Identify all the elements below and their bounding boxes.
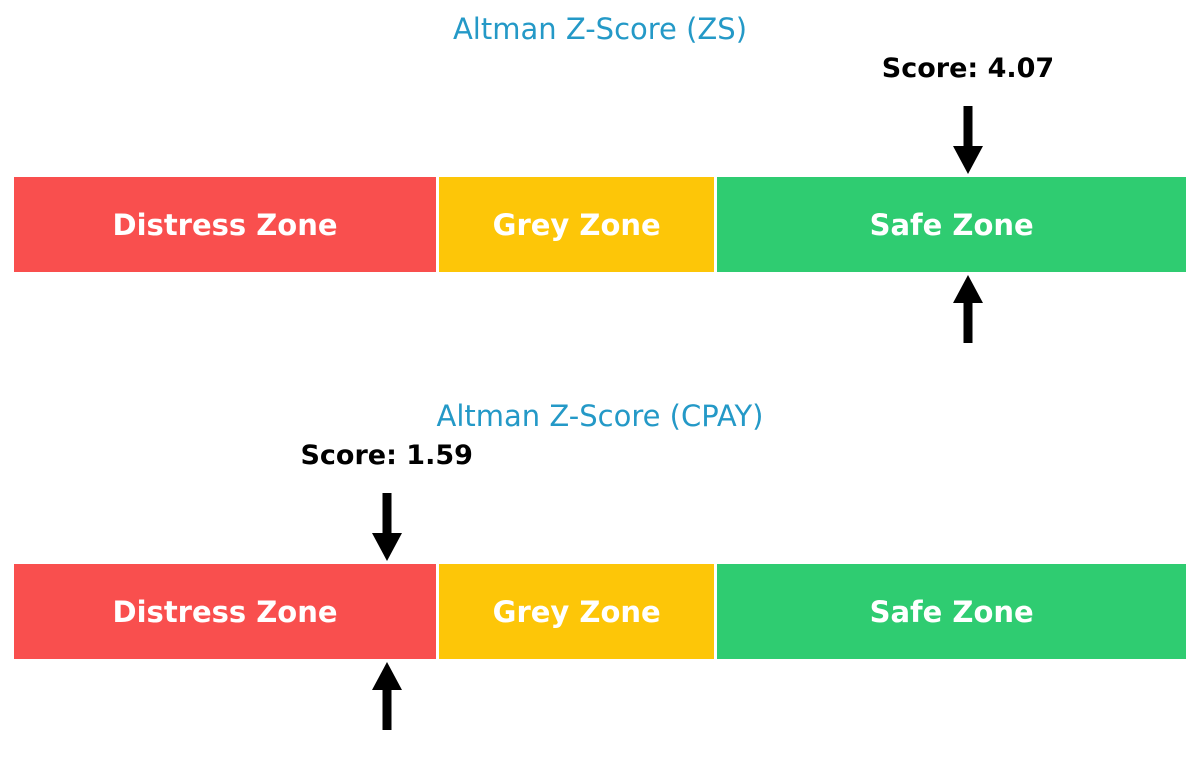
chart-title: Altman Z-Score (ZS) xyxy=(452,12,748,46)
zone-bar: Distress Zone Grey Zone Safe Zone xyxy=(14,564,1186,659)
score-arrow-up-icon xyxy=(948,275,988,343)
zone-label: Grey Zone xyxy=(492,594,661,629)
zone-label: Safe Zone xyxy=(869,594,1034,629)
zone-bar: Distress Zone Grey Zone Safe Zone xyxy=(14,177,1186,272)
zscore-chart-zs: Altman Z-Score (ZS) Score: 4.07 Distress… xyxy=(14,12,1186,343)
zone-label: Grey Zone xyxy=(492,207,661,242)
zone-segment-distress: Distress Zone xyxy=(14,177,437,272)
zone-label: Distress Zone xyxy=(112,207,338,242)
zone-segment-safe: Safe Zone xyxy=(717,177,1186,272)
zone-segment-grey: Grey Zone xyxy=(439,177,715,272)
zone-segment-distress: Distress Zone xyxy=(14,564,437,659)
zone-segment-grey: Grey Zone xyxy=(439,564,715,659)
zone-label: Safe Zone xyxy=(869,207,1034,242)
score-arrow-down-icon xyxy=(367,493,407,561)
score-arrow-down-icon xyxy=(948,106,988,174)
zscore-chart-cpay: Altman Z-Score (CPAY) Score: 1.59 Distre… xyxy=(0,387,1200,774)
chart-title: Altman Z-Score (CPAY) xyxy=(436,399,764,433)
score-label: Score: 1.59 xyxy=(300,440,473,471)
zone-segment-safe: Safe Zone xyxy=(717,564,1186,659)
zone-label: Distress Zone xyxy=(112,594,338,629)
score-label: Score: 4.07 xyxy=(881,53,1055,84)
score-arrow-up-icon xyxy=(367,662,407,730)
